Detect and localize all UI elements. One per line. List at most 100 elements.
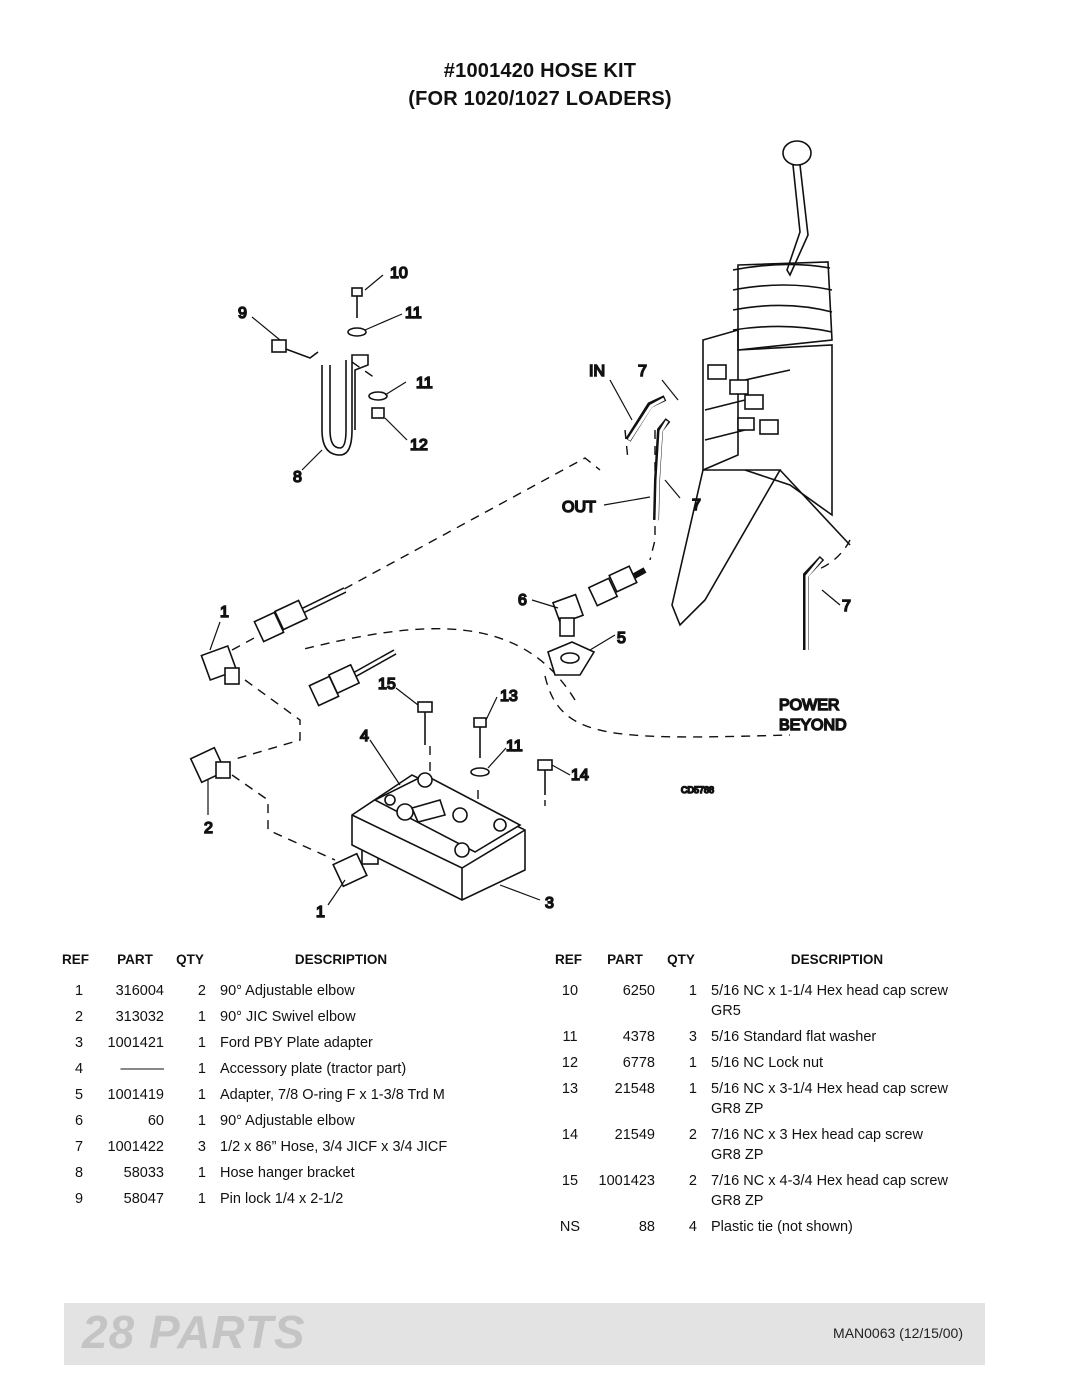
part-number-cell: 1001423	[598, 1173, 655, 1189]
leader-lines	[207, 274, 841, 906]
ref-cell: NS	[559, 1219, 581, 1235]
description-line-2: GR8 ZP	[711, 1193, 764, 1209]
ref-cell: 10	[561, 983, 579, 999]
callout-labels: 10 9 11 11 12 8 IN 7 OUT 7 1 6 5 7 15 13…	[203, 264, 852, 922]
hose-kit-diagram: 10 9 11 11 12 8 IN 7 OUT 7 1 6 5 7 15 13…	[189, 140, 852, 922]
part-number-cell: 88	[638, 1219, 655, 1235]
description-cell: Hose hanger bracket	[220, 1165, 355, 1181]
qty-cell: 1	[197, 1009, 206, 1025]
callout-out: OUT	[562, 499, 596, 516]
callout-3: 3	[545, 895, 554, 912]
qty-cell: 1	[688, 1081, 697, 1097]
drawing-code: CD5788	[681, 785, 714, 795]
document-id: MAN0063 (12/15/00)	[833, 1325, 963, 1341]
ref-cell: 8	[74, 1165, 84, 1181]
hose-to-elbow-6	[587, 565, 647, 607]
ref-cell: 6	[74, 1113, 84, 1129]
callout-10: 10	[390, 265, 408, 282]
ref-cell: 1	[74, 983, 84, 999]
col-ref: REF	[62, 952, 89, 967]
callout-6: 6	[518, 592, 527, 609]
qty-cell: 3	[197, 1139, 206, 1155]
col-part: PART	[117, 952, 153, 967]
description-cell: Adapter, 7/8 O-ring F x 1-3/8 Trd M	[220, 1087, 445, 1103]
page-subtitle: (FOR 1020/1027 LOADERS)	[408, 88, 672, 110]
callout-11: 11	[405, 305, 422, 322]
hose-7-in	[625, 395, 667, 442]
page-section-label: 28 PARTS	[82, 1306, 306, 1358]
part-number-cell: 313032	[115, 1009, 164, 1025]
part-number-cell: 4378	[622, 1029, 655, 1045]
callout-11: 11	[506, 738, 523, 755]
description-cell: 1/2 x 86” Hose, 3/4 JICF x 3/4 JICF	[220, 1139, 448, 1155]
washer-11-lower	[368, 391, 388, 401]
description-cell: 90° Adjustable elbow	[220, 1113, 355, 1129]
joystick-valve-assembly	[671, 140, 851, 627]
part-number-cell: 21549	[614, 1127, 655, 1143]
qty-cell: 1	[197, 1191, 206, 1207]
qty-cell: 1	[688, 983, 697, 999]
part-number-cell: 58033	[123, 1165, 164, 1181]
qty-cell: 2	[197, 983, 206, 999]
ref-cell: 2	[74, 1009, 84, 1025]
nut-12	[371, 407, 385, 419]
ref-cell: 15	[561, 1173, 579, 1189]
hose-1-upper	[253, 587, 347, 643]
callout-7: 7	[842, 598, 851, 615]
part-number-cell: 316004	[115, 983, 164, 999]
washer-11-plate	[470, 767, 490, 777]
callout-5: 5	[617, 630, 626, 647]
callout-7: 7	[692, 497, 701, 514]
qty-cell: 1	[197, 1113, 206, 1129]
col-ref: REF	[555, 952, 582, 967]
part-number-cell: 21548	[614, 1081, 655, 1097]
callout-in: IN	[589, 363, 605, 380]
part-number-cell: 1001422	[107, 1139, 164, 1155]
ref-cell: 13	[561, 1081, 579, 1097]
callout-15: 15	[378, 676, 396, 693]
dashed-hose-routes	[231, 361, 851, 861]
part-number-cell: 6778	[622, 1055, 655, 1071]
description-cell: Ford PBY Plate adapter	[220, 1035, 373, 1051]
ref-cell: 4	[74, 1061, 84, 1077]
hose-hanger-bracket	[271, 339, 369, 456]
description-line-2: GR5	[711, 1003, 741, 1019]
hose-7-out	[653, 418, 671, 521]
part-number-cell: 6250	[622, 983, 655, 999]
power-beyond-label: BEYOND	[779, 717, 847, 734]
description-cell: Pin lock 1/4 x 2-1/2	[220, 1191, 344, 1207]
washer-11-upper	[347, 327, 367, 337]
callout-11: 11	[416, 375, 433, 392]
description-cell: 5/16 NC Lock nut	[711, 1055, 824, 1071]
col-description: DESCRIPTION	[790, 952, 884, 967]
col-qty: QTY	[176, 952, 204, 967]
ref-cell: 5	[74, 1087, 84, 1103]
qty-cell: 1	[197, 1165, 206, 1181]
callout-13: 13	[500, 688, 518, 705]
page-title: #1001420 HOSE KIT	[443, 60, 637, 82]
table-row: 8 58033 1 Hose hanger bracket	[62, 1163, 476, 1189]
description-line-2: GR8 ZP	[711, 1101, 764, 1117]
ref-cell: 9	[74, 1191, 84, 1207]
part-number-cell: ———	[120, 1061, 165, 1077]
part-number-cell: 1001421	[107, 1035, 164, 1051]
qty-cell: 1	[197, 1035, 206, 1051]
callout-4: 4	[360, 728, 369, 745]
col-part: PART	[607, 952, 643, 967]
qty-cell: 1	[197, 1061, 206, 1077]
